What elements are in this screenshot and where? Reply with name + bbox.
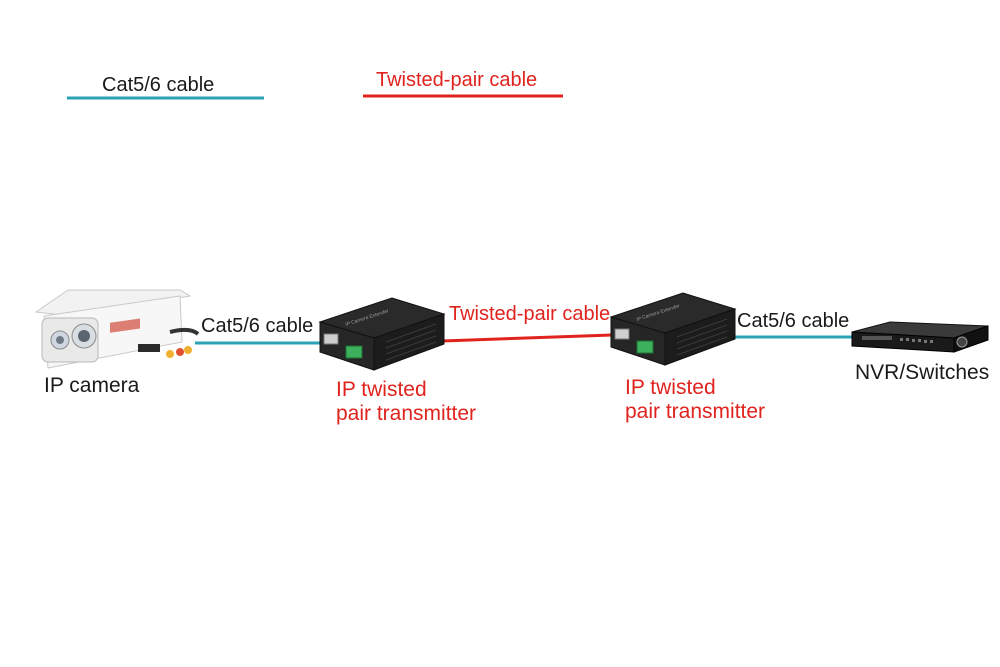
camera-label: IP camera xyxy=(44,374,140,397)
transmitter-1-line2: pair transmitter xyxy=(336,402,477,425)
nvr-icon xyxy=(850,318,990,358)
legend-tp-label: Twisted-pair cable xyxy=(376,69,538,91)
nvr-label: NVR/Switches xyxy=(855,361,990,384)
transmitter-2-line2: pair transmitter xyxy=(625,400,766,423)
link-tx1-tx2 xyxy=(441,333,613,343)
link-label-tx1-tx2: Twisted-pair cable xyxy=(449,303,611,325)
ip-camera-icon xyxy=(30,282,200,377)
link-label-tx2-nvr: Cat5/6 cable xyxy=(737,310,850,332)
transmitter-1-line1: IP twisted xyxy=(336,378,427,401)
transmitter-2-line1: IP twisted xyxy=(625,376,716,399)
link-label-camera-tx1: Cat5/6 cable xyxy=(201,315,314,337)
legend-cat-label: Cat5/6 cable xyxy=(102,74,215,96)
transmitter-icon: IP Camera Extender xyxy=(607,287,739,375)
transmitter-icon: IP Camera Extender xyxy=(316,292,448,380)
